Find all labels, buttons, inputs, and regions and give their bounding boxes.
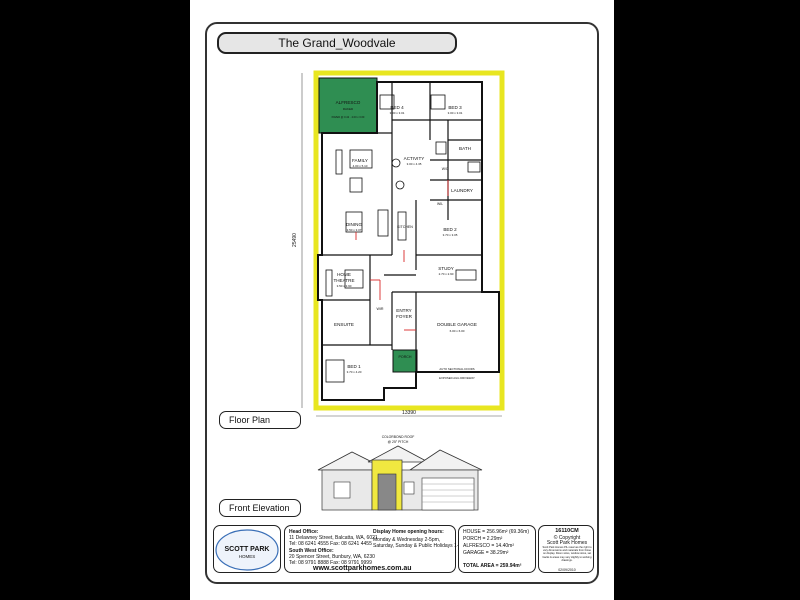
room-bed4-label: BED 4 [390, 105, 404, 110]
area-alfresco: ALFRESCO = 14.40m² [463, 543, 514, 549]
room-wil-label: WIL [437, 202, 443, 206]
room-dining-size: 3.50 x 3.07 [347, 228, 362, 232]
room-family-size: 4.00 x 5.10 [353, 164, 368, 168]
room-alfresco-note: PAVED @ 0.42 · 4.00 x 3.60 [332, 115, 365, 119]
area-box: HOUSE = 256.96m² (69.36m) PORCH = 2.29m²… [458, 525, 536, 573]
room-theatre-size: 3.50 x 3.90 [337, 284, 352, 288]
room-bed1-label: BED 1 [347, 364, 361, 369]
porch-area [392, 349, 418, 373]
fixtures [325, 94, 481, 383]
room-theatre-label: HOME [337, 272, 351, 277]
lot-outline [313, 70, 505, 411]
room-laundry-label: LAUNDRY [451, 188, 473, 193]
depth-dimension: 25490 [292, 233, 298, 247]
plan-date: 02/09/2010 [558, 568, 576, 572]
front-elevation: COLORBOND ROOF @ 25° PITCH [317, 435, 483, 511]
floor-plan-label: Floor Plan [219, 411, 301, 429]
contact-box: Head Office: 11 Delawney Street, Balcatt… [284, 525, 470, 573]
display-hours-1: Monday & Wednesday 2-5pm, [373, 537, 441, 543]
room-alfresco-label: ALFRESCO [336, 100, 361, 105]
outer-walls [317, 81, 500, 401]
head-office-label: Head Office: [289, 529, 319, 535]
room-ensuite-label: ENSUITE [334, 322, 354, 327]
roof-pitch: @ 25° PITCH [388, 440, 409, 444]
plan-code: 16110CM [555, 528, 579, 534]
room-bath-label: BATH [459, 146, 471, 151]
company-logo: SCOTT PARK HOMES [215, 529, 279, 571]
room-foyer-label: FOYER [396, 314, 413, 319]
room-bed2-size: 3.70 x 3.05 [443, 233, 458, 237]
alfresco-area [318, 77, 378, 134]
display-hours-2: Saturday, Sunday & Public Holidays 1-5pm… [373, 543, 470, 549]
room-study-size: 2.70 x 2.90 [439, 272, 454, 276]
room-theatre-label2: THEATRE [333, 278, 354, 283]
room-activity-label: ACTIVITY [404, 156, 425, 161]
head-office-phone: Tel: 08 6241 4555 Fax: 08 6241 4455 [289, 541, 372, 547]
room-wir-label: WIR [377, 307, 384, 311]
area-total: TOTAL AREA = 259.94m² [463, 563, 522, 569]
sw-office-label: South West Office: [289, 548, 334, 554]
driveway-label: EXPOSED AGG DRIVEWAY [439, 376, 475, 380]
room-wc-label: W/C [442, 167, 449, 171]
room-bed3-size: 3.00 x 3.01 [448, 111, 463, 115]
auto-door-label: AUTO SECTIONAL DOORS [439, 367, 474, 371]
room-garage-label: DOUBLE GARAGE [437, 322, 477, 327]
inner-walls [322, 82, 482, 372]
room-bed4-size: 3.00 x 3.01 [390, 111, 405, 115]
roof-note: COLORBOND ROOF [382, 435, 415, 439]
logo-box: SCOTT PARK HOMES [213, 525, 281, 573]
copyright-line2: Scott Park Homes [546, 540, 588, 546]
sw-office-address: 20 Spencer Street, Bunbury, WA, 6230 [289, 554, 375, 560]
area-porch: PORCH = 2.29m² [463, 536, 503, 542]
room-porch-label: PORCH [399, 355, 412, 359]
room-bed2-label: BED 2 [443, 227, 457, 232]
room-garage-size: 6.00 x 6.00 [450, 329, 465, 333]
dimension-lines [301, 73, 502, 417]
head-office-address: 11 Delawney Street, Balcatta, WA, 6021 [289, 535, 378, 541]
area-house: HOUSE = 256.96m² (69.36m) [463, 529, 529, 535]
front-elevation-label: Front Elevation [219, 499, 301, 517]
room-dining-label: DINING [346, 222, 363, 227]
room-study-label: STUDY [438, 266, 454, 271]
copyright-note: Scott Park Homes P/L reserves the right … [542, 546, 592, 562]
sw-office-phone: Tel: 08 9791 8888 Fax: 08 9791 9999 [289, 560, 372, 566]
copyright-line1: © Copyright [553, 535, 581, 541]
display-hours-label: Display Home opening hours: [373, 529, 444, 535]
copyright-box: 16110CM © Copyright Scott Park Homes Sco… [538, 525, 594, 573]
page-frame [205, 22, 599, 584]
website-link[interactable]: www.scottparkhomes.com.au [313, 565, 412, 572]
room-activity-size: 3.00 x 4.35 [407, 162, 422, 166]
logo-line1: SCOTT PARK [225, 546, 270, 553]
room-family-label: FAMILY [352, 158, 368, 163]
red-marks [355, 180, 449, 331]
floor-plan: 25490 13390 ALFRESCO RAKED PAVED @ 0.42 … [292, 70, 505, 417]
plan-title: The Grand_Woodvale [217, 32, 457, 54]
room-bed1-size: 3.70 x 4.20 [347, 370, 362, 374]
room-entry-label: ENTRY [396, 308, 412, 313]
width-dimension: 13390 [402, 410, 416, 416]
room-kitchen-label: KITCHEN [397, 225, 413, 229]
logo-line2: HOMES [239, 554, 256, 559]
area-garage: GARAGE = 38.29m² [463, 550, 509, 556]
room-alfresco-detail: RAKED [343, 107, 354, 111]
room-bed3-label: BED 3 [448, 105, 462, 110]
